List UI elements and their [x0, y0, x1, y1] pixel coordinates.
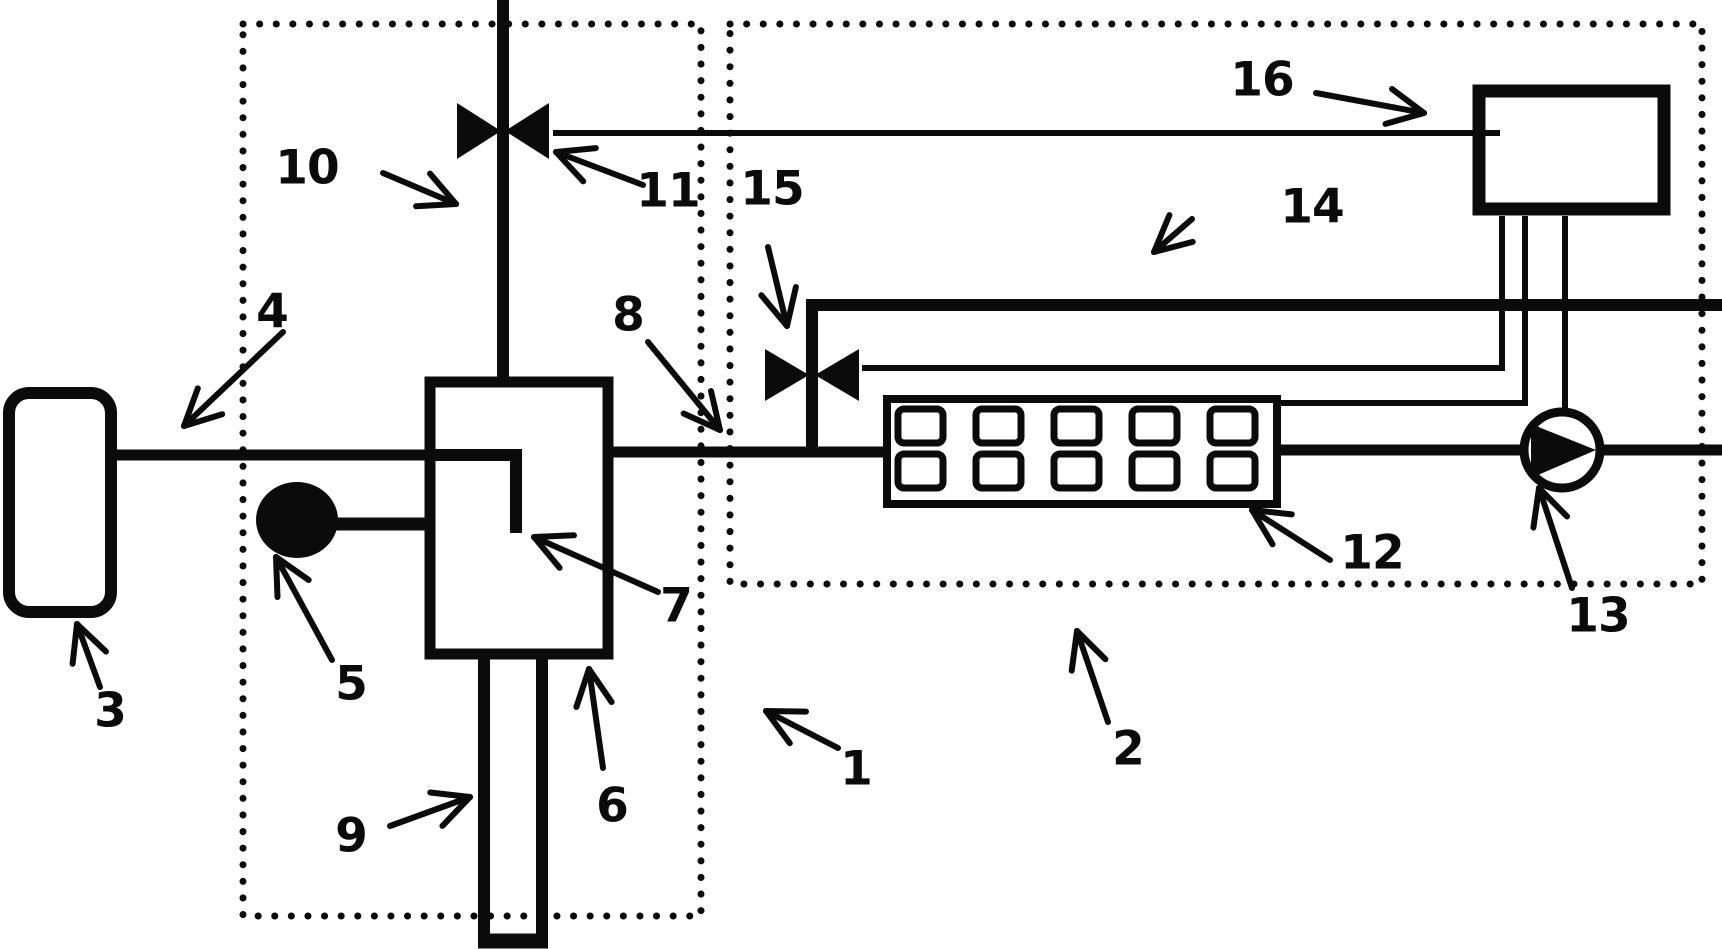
ref-label-14: 14 — [1280, 179, 1344, 235]
signal-line-to-valve-15 — [862, 216, 1505, 371]
sensor-5 — [256, 482, 338, 558]
control-unit-16 — [1472, 84, 1671, 216]
valve-10-11 — [457, 103, 549, 159]
valve-15 — [765, 349, 859, 401]
mixing-block-6 — [424, 376, 614, 660]
reservoir-3 — [3, 387, 117, 618]
arrow-to-9 — [387, 789, 473, 829]
down-pipe-9 — [478, 658, 548, 949]
heat-exchanger-12 — [883, 395, 1281, 508]
arrow-to-3 — [69, 621, 109, 690]
arrow-to-10 — [380, 170, 459, 210]
ref-label-8: 8 — [612, 287, 645, 343]
arrow-to-6 — [573, 666, 615, 771]
signal-line-to-grid-12 — [1277, 216, 1528, 406]
reference-arrows — [69, 86, 1575, 829]
arrow-to-12 — [1249, 507, 1333, 563]
elbow-outlet-7 — [425, 449, 522, 533]
dotted-boundary-unit-1 — [239, 20, 705, 920]
arrow-to-8 — [645, 339, 723, 433]
ref-label-9: 9 — [335, 808, 368, 864]
ref-label-5: 5 — [335, 656, 368, 712]
arrow-to-1 — [763, 708, 841, 751]
ref-label-6: 6 — [596, 778, 629, 834]
arrow-to-5 — [273, 554, 335, 663]
ref-label-10: 10 — [275, 140, 339, 196]
arrow-to-15 — [758, 244, 799, 329]
return-line-14 — [806, 299, 1722, 452]
ref-label-1: 1 — [840, 741, 873, 797]
ref-label-15: 15 — [740, 161, 804, 217]
ref-label-16: 16 — [1230, 52, 1294, 108]
arrow-to-4 — [181, 329, 286, 429]
pump-13 — [1519, 407, 1605, 493]
arrow-to-14 — [1151, 212, 1196, 255]
arrow-to-13 — [1530, 485, 1575, 591]
ref-label-4: 4 — [256, 284, 289, 340]
arrow-to-16 — [1313, 86, 1427, 127]
ref-label-2: 2 — [1112, 721, 1145, 777]
ref-label-12: 12 — [1340, 525, 1404, 581]
arrow-to-11 — [553, 145, 646, 188]
ref-label-13: 13 — [1566, 588, 1630, 644]
arrow-to-2 — [1068, 628, 1111, 725]
ref-label-11: 11 — [636, 163, 700, 219]
arrow-to-7 — [531, 532, 661, 595]
ref-label-3: 3 — [94, 683, 127, 739]
ref-label-7: 7 — [660, 578, 693, 634]
